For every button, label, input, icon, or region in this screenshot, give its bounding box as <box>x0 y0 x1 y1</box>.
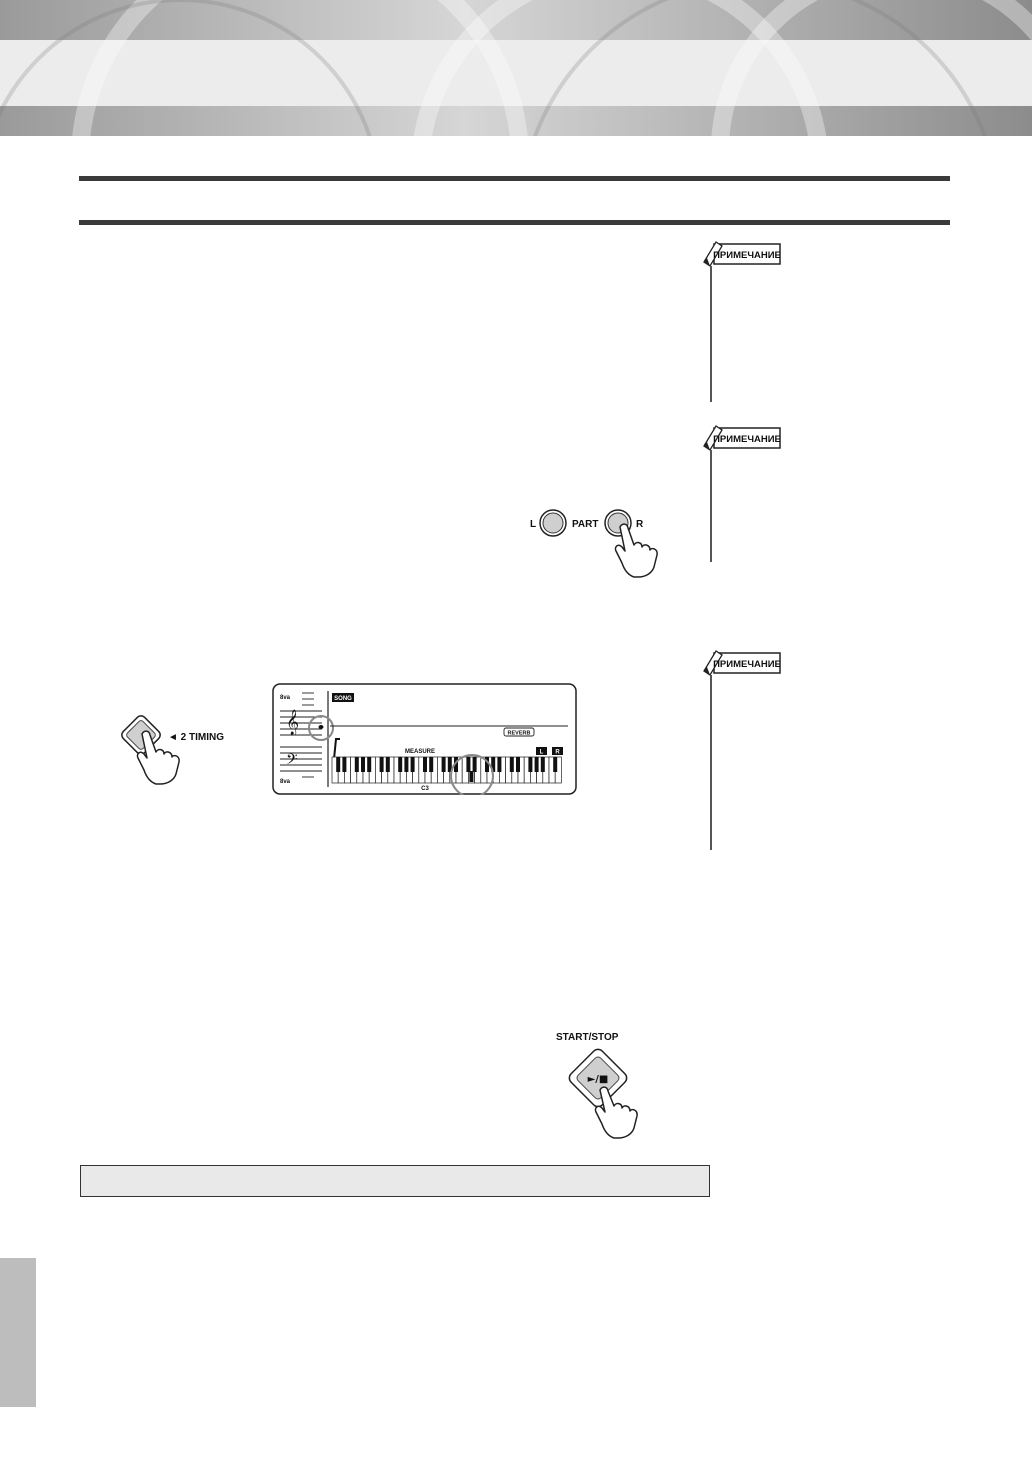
note-marker: ПРИМЕЧАНИЕ <box>700 647 782 682</box>
music-staff <box>280 691 329 787</box>
start-stop-button[interactable]: ►/■ <box>567 1047 629 1109</box>
song-badge-label: SONG <box>334 696 352 702</box>
song-badge <box>332 693 354 702</box>
black-key <box>429 757 434 772</box>
pencil-note-icon: ПРИМЕЧАНИЕ <box>703 650 781 676</box>
black-key <box>497 757 502 772</box>
bass-clef-icon: 𝄢 <box>286 751 298 772</box>
part-center-label: PART <box>572 519 598 530</box>
black-key <box>361 757 365 772</box>
lcd-keyboard <box>331 756 562 784</box>
black-key <box>342 757 347 772</box>
black-key <box>553 757 558 772</box>
black-key <box>485 757 489 772</box>
treble-clef-icon: 𝄞 <box>286 709 299 735</box>
title-top-rule <box>79 176 950 181</box>
black-key <box>472 757 477 772</box>
octave-bottom-label: 8va <box>280 779 291 785</box>
measure-label: MEASURE <box>405 749 435 755</box>
part-panel: L PART R <box>526 505 676 585</box>
black-key <box>540 757 545 772</box>
note-line <box>710 266 712 402</box>
part-right-label: R <box>636 519 644 530</box>
black-key <box>367 757 372 772</box>
play-stop-icon: ►/■ <box>588 1074 609 1085</box>
note-label: ПРИМЕЧАНИЕ <box>713 659 781 670</box>
right-hand-badge <box>552 747 563 755</box>
header-banner <box>0 0 1032 136</box>
part-left-label: L <box>530 519 536 530</box>
black-key <box>516 757 520 772</box>
black-key <box>509 757 514 772</box>
black-key <box>423 757 427 772</box>
pressing-hand-icon <box>614 523 658 578</box>
part-left-button[interactable] <box>539 509 567 537</box>
black-key <box>398 757 403 772</box>
start-stop-label: START/STOP <box>556 1032 619 1043</box>
black-key <box>466 757 471 772</box>
title-bottom-rule <box>79 220 950 225</box>
black-key <box>354 757 359 772</box>
black-key <box>336 757 341 772</box>
note-line <box>710 450 712 562</box>
timing-button-label: ◄ 2 TIMING <box>168 732 225 743</box>
black-key <box>528 757 533 772</box>
timing-button-illustration: ◄ 2 TIMING <box>118 712 248 792</box>
left-hand-badge <box>536 747 547 755</box>
black-key <box>534 757 539 772</box>
black-key <box>379 757 384 772</box>
octave-top-label: 8va <box>280 695 291 701</box>
pencil-note-icon: ПРИМЕЧАНИЕ <box>703 241 781 267</box>
note-label: ПРИМЕЧАНИЕ <box>713 434 781 445</box>
black-key <box>447 757 452 772</box>
note-line <box>710 675 712 850</box>
lcd-display: 𝄞 𝄢 8va 8va SONG REVERB MEASURE L R C3 <box>272 683 577 798</box>
highlight-circle <box>308 715 334 741</box>
black-key <box>385 757 390 772</box>
pressing-hand-icon <box>136 730 180 785</box>
black-key <box>491 757 496 772</box>
note-head <box>318 725 324 729</box>
highlighted-key <box>469 771 474 782</box>
reverb-badge <box>503 727 535 737</box>
black-key <box>404 757 409 772</box>
start-stop-illustration: START/STOP ►/■ <box>556 1030 666 1145</box>
note-label: ПРИМЕЧАНИЕ <box>713 250 781 261</box>
note-marker: ПРИМЕЧАНИЕ <box>700 238 782 273</box>
left-hand-badge-label: L <box>540 750 544 756</box>
right-hand-badge-label: R <box>555 750 560 756</box>
black-key <box>454 757 458 772</box>
pressing-hand-icon <box>594 1086 638 1139</box>
reverb-badge-label: REVERB <box>508 731 531 737</box>
black-key <box>410 757 415 772</box>
summary-box <box>80 1165 710 1197</box>
black-key <box>441 757 446 772</box>
pencil-note-icon: ПРИМЕЧАНИЕ <box>703 425 781 451</box>
note-marker: ПРИМЕЧАНИЕ <box>700 422 782 457</box>
key-c3-label: C3 <box>421 786 429 792</box>
side-tab <box>0 1258 36 1407</box>
